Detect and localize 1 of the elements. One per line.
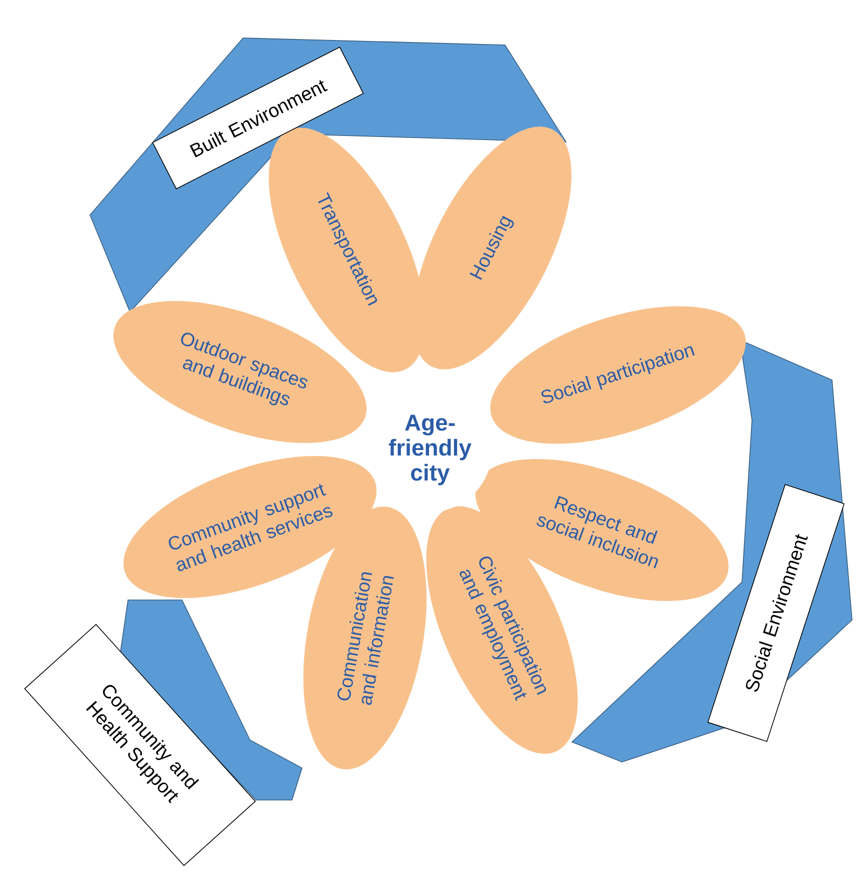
node-label: Age-friendly city [388,414,472,486]
